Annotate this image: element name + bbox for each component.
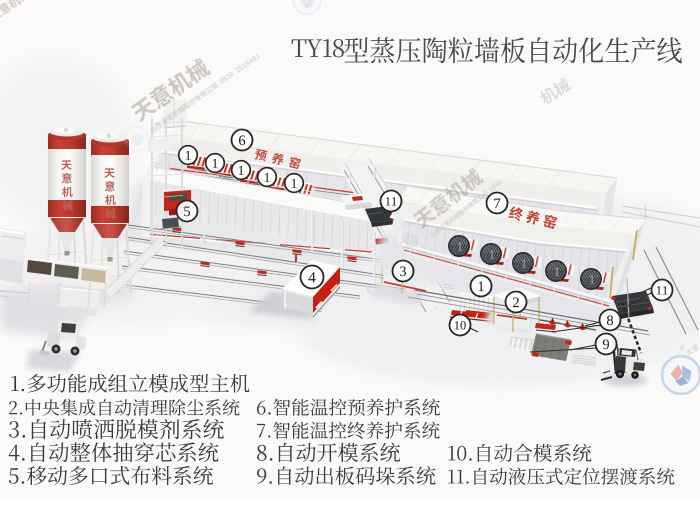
- svg-text:®: ®: [680, 344, 685, 352]
